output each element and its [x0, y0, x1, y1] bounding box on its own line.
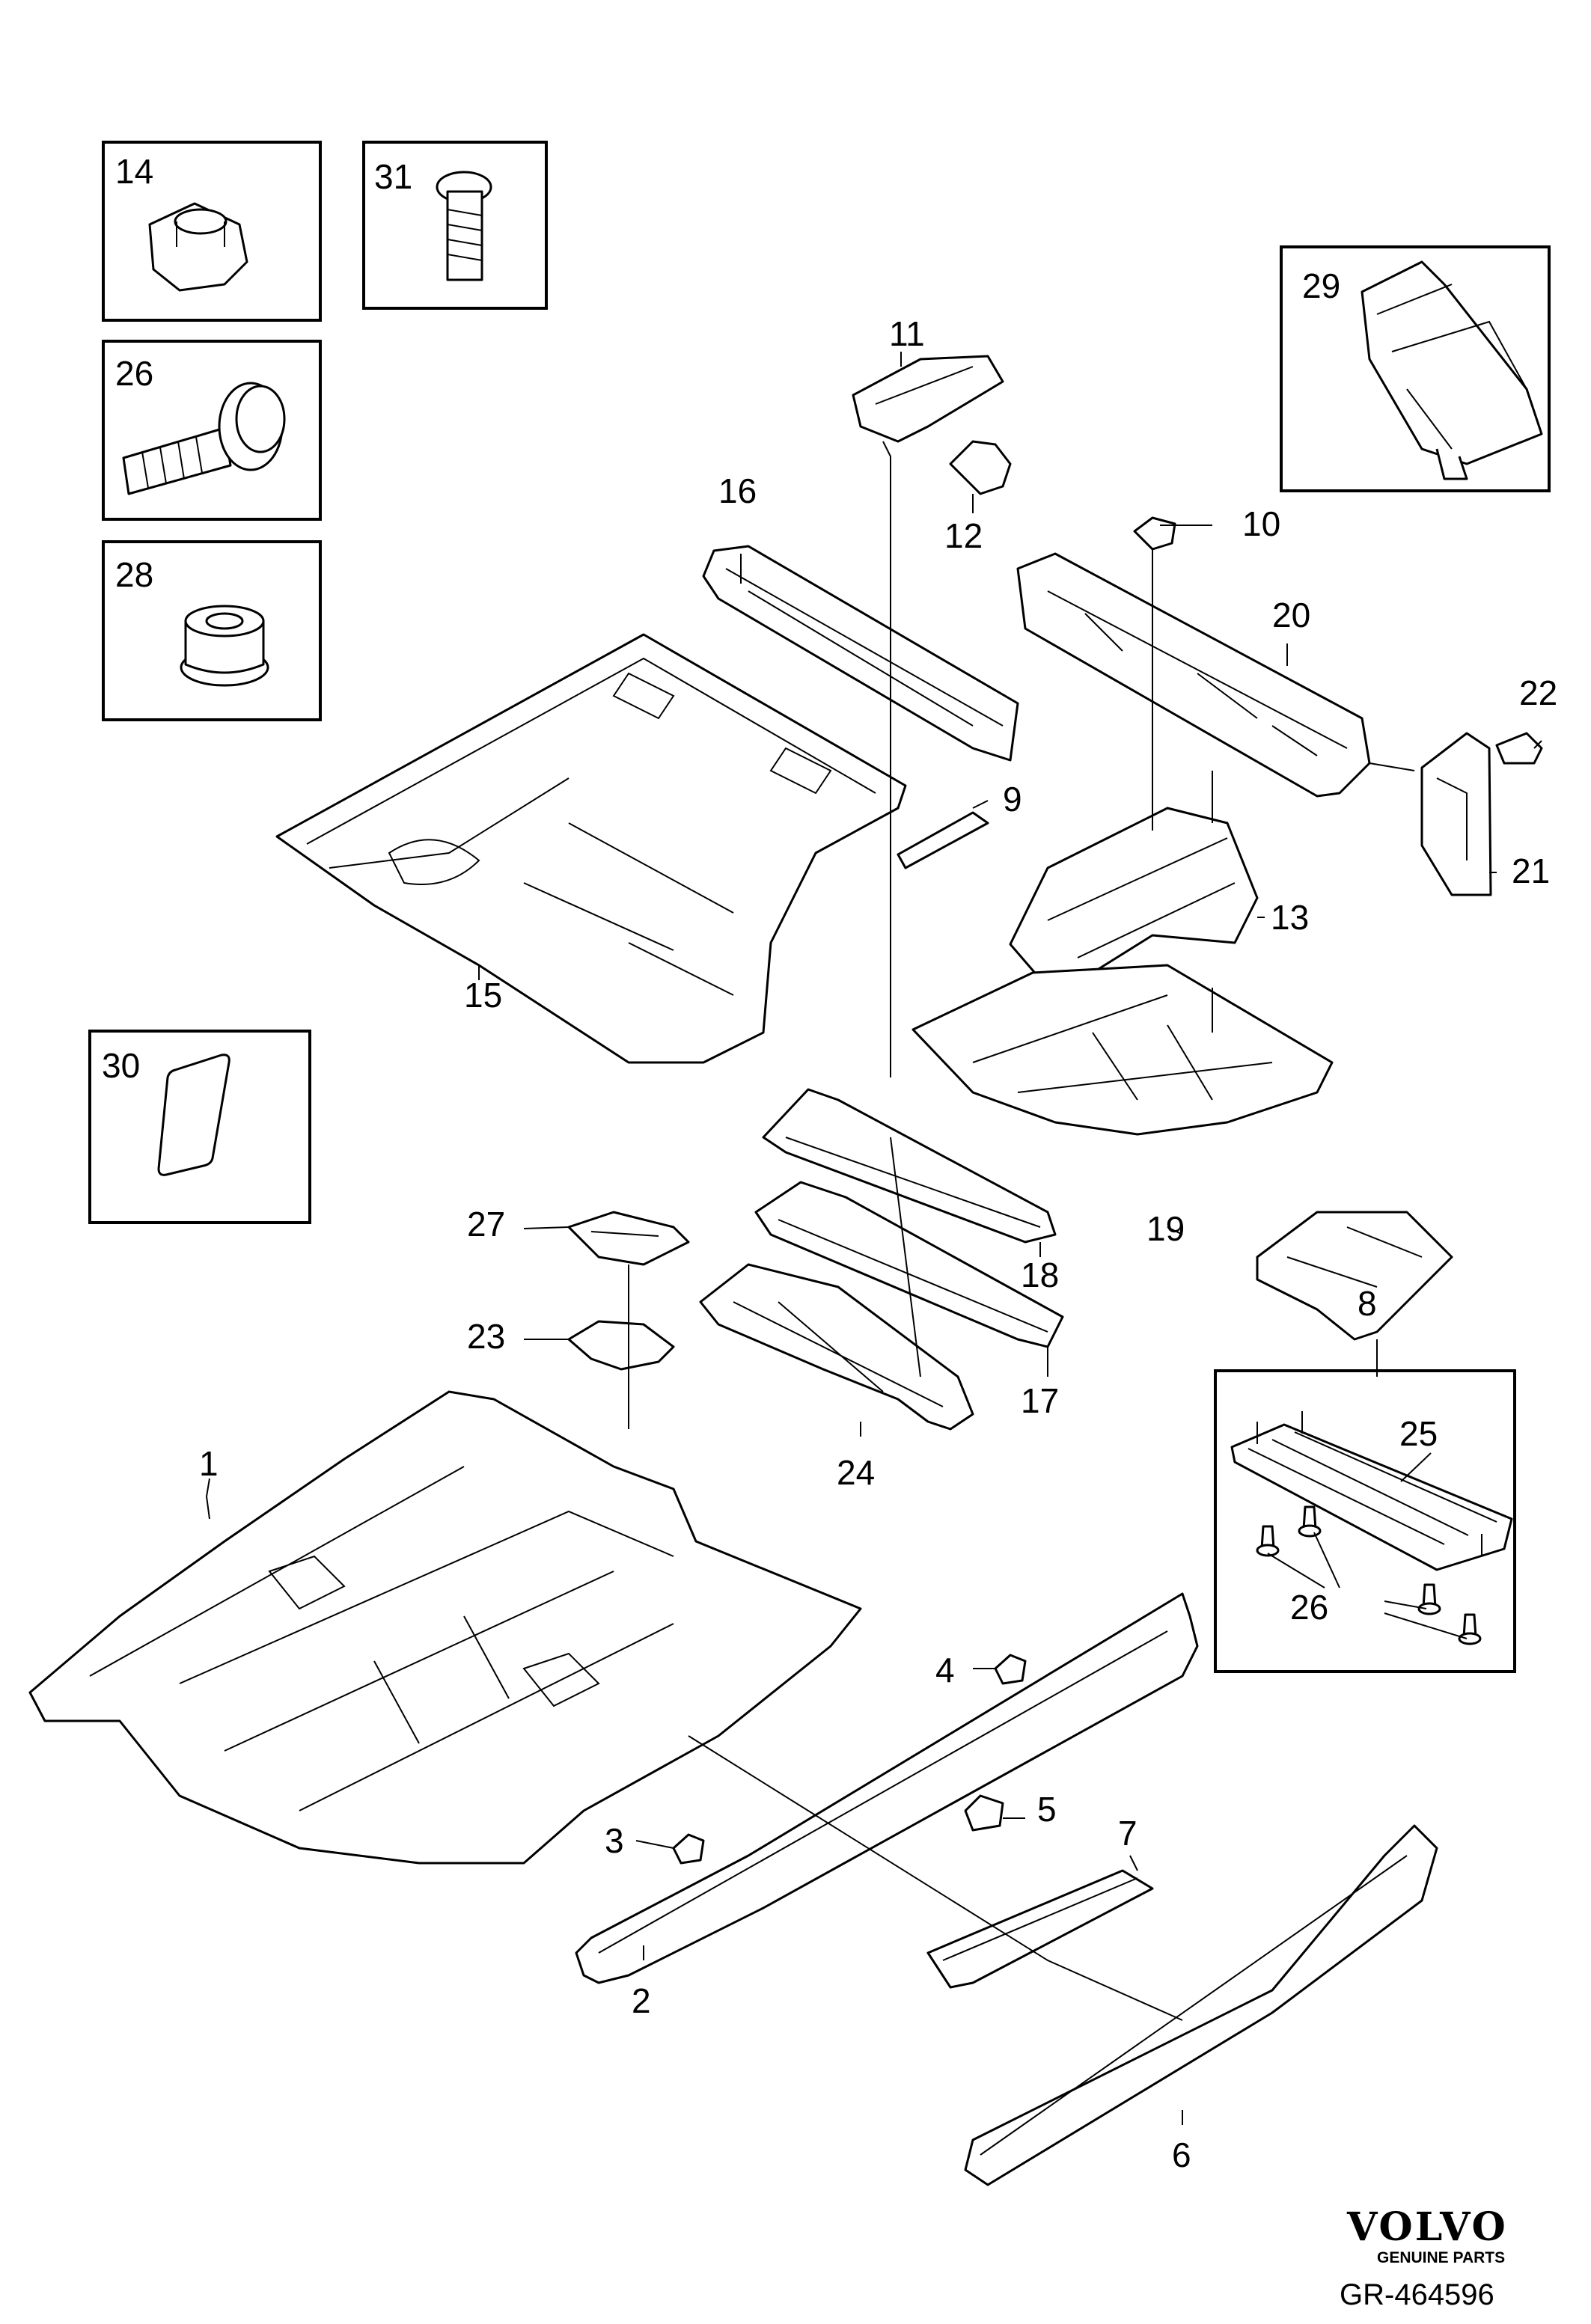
inset-28: 28	[102, 540, 322, 721]
leader-lines	[205, 352, 1542, 2125]
callout-25: 25	[1399, 1414, 1438, 1453]
part-17-cross-member	[754, 1181, 1064, 1348]
callout-11: 11	[889, 314, 925, 353]
callout-7: 7	[1118, 1814, 1137, 1853]
part-13-reinforcement	[1009, 807, 1259, 989]
callout-18: 18	[1021, 1256, 1059, 1294]
flange-nut-icon	[180, 605, 269, 687]
part-1-front-floor	[28, 1390, 862, 1865]
part-24-tunnel	[699, 1263, 974, 1431]
part-2-sill	[575, 1592, 1199, 1984]
callout-21: 21	[1512, 851, 1550, 890]
callout-12: 12	[944, 516, 983, 555]
inset-label-14: 14	[115, 152, 153, 191]
inset-30: 30	[88, 1030, 311, 1224]
part-21-bracket	[1420, 732, 1492, 896]
callout-2: 2	[632, 1981, 651, 2020]
part-19-wheel-well	[911, 964, 1334, 1136]
rear-bracket-icon	[1361, 260, 1543, 480]
part-15-rear-floor	[275, 633, 907, 1064]
callout-13: 13	[1271, 898, 1309, 937]
flange-bolt-icon	[122, 382, 286, 495]
part-4-clip	[994, 1654, 1027, 1685]
part-16-cross-member	[702, 545, 1019, 762]
callout-22: 22	[1519, 673, 1557, 712]
stud-bolt-icon	[436, 171, 492, 281]
inset-label-28: 28	[115, 555, 153, 594]
part-18-cross-member	[762, 1088, 1057, 1244]
part-27-gasket	[567, 1211, 690, 1266]
brand-logo: VOLVO	[1346, 2204, 1508, 2250]
part-11-bracket	[852, 355, 1004, 443]
inset-label-31: 31	[374, 157, 412, 196]
part-8-bracket	[1256, 1211, 1453, 1341]
part-9-strip	[897, 811, 989, 869]
callout-26b: 26	[1290, 1588, 1328, 1627]
inset-label-30: 30	[102, 1046, 140, 1085]
reference-code: GR-464596	[1340, 2278, 1494, 2311]
brand-tagline: GENUINE PARTS	[1377, 2249, 1505, 2266]
part-10-clip	[1133, 516, 1176, 551]
callout-16: 16	[718, 471, 757, 510]
callout-3: 3	[605, 1821, 624, 1860]
callout-23: 23	[467, 1317, 505, 1356]
inset-31: 31	[362, 141, 548, 310]
part-22-clip	[1495, 732, 1543, 765]
inset-14: 14	[102, 141, 322, 322]
callout-8: 8	[1358, 1284, 1377, 1323]
inset-label-29: 29	[1302, 266, 1340, 305]
part-23-gasket	[567, 1320, 675, 1371]
pad-icon	[157, 1054, 230, 1176]
callout-17: 17	[1021, 1381, 1059, 1420]
inset-25: 25 26	[1214, 1369, 1516, 1673]
callout-6: 6	[1172, 2135, 1191, 2174]
callout-15: 15	[464, 976, 502, 1015]
part-20-rear-panel	[1016, 552, 1371, 798]
callout-10: 10	[1242, 504, 1280, 543]
spacer-nut-icon	[148, 202, 248, 292]
callout-9: 9	[1003, 780, 1022, 819]
inset-label-26: 26	[115, 354, 153, 393]
part-12-clip	[949, 440, 1012, 495]
callouts: 11 12 10 16 20 22 21 9 13 15 19 18 8 17 …	[199, 314, 1557, 2174]
callout-20: 20	[1272, 596, 1310, 634]
inset-26: 26	[102, 340, 322, 521]
part-3-clip	[672, 1833, 705, 1865]
part-5-clip	[964, 1794, 1004, 1832]
part-7-reinforcement	[926, 1869, 1154, 1989]
callout-1: 1	[199, 1444, 219, 1483]
callout-19: 19	[1146, 1209, 1185, 1248]
callout-27: 27	[467, 1205, 505, 1244]
bolt-icons	[1256, 1505, 1482, 1645]
part-6-sill	[964, 1824, 1438, 2186]
bracket-plate-icon	[1230, 1411, 1513, 1571]
callout-4: 4	[935, 1651, 955, 1690]
callout-24: 24	[837, 1453, 875, 1492]
inset-29: 29	[1280, 245, 1551, 492]
callout-5: 5	[1037, 1790, 1057, 1829]
